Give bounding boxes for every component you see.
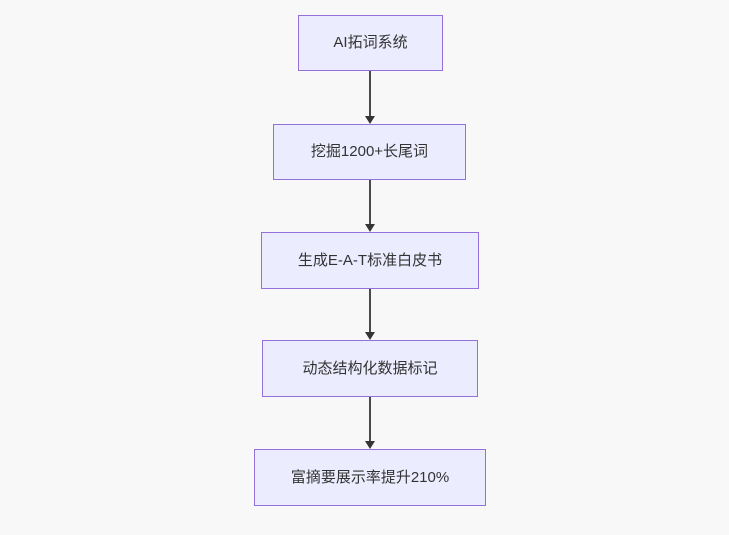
flowchart-node-rich-snippet-result: 富摘要展示率提升210% <box>254 449 486 506</box>
arrow-line <box>369 397 371 443</box>
node-label: 挖掘1200+长尾词 <box>310 143 429 160</box>
arrowhead-down-icon <box>365 224 375 232</box>
node-label: 生成E-A-T标准白皮书 <box>297 251 443 269</box>
flow-arrow-1 <box>364 71 376 124</box>
flow-arrow-2 <box>364 180 376 232</box>
flowchart-node-ai-system: AI拓词系统 <box>298 15 443 71</box>
node-label: AI拓词系统 <box>333 34 408 51</box>
arrowhead-down-icon <box>365 332 375 340</box>
arrowhead-down-icon <box>365 116 375 124</box>
flow-arrow-4 <box>364 397 376 449</box>
arrow-line <box>369 71 371 118</box>
arrow-line <box>369 289 371 334</box>
flow-arrow-3 <box>364 289 376 340</box>
flowchart-node-longtail-keywords: 挖掘1200+长尾词 <box>273 124 466 180</box>
arrowhead-down-icon <box>365 441 375 449</box>
flowchart-node-structured-data: 动态结构化数据标记 <box>262 340 478 397</box>
arrow-line <box>369 180 371 226</box>
node-label: 动态结构化数据标记 <box>302 359 438 377</box>
node-label: 富摘要展示率提升210% <box>290 468 450 486</box>
flowchart-node-eat-whitepaper: 生成E-A-T标准白皮书 <box>261 232 479 289</box>
